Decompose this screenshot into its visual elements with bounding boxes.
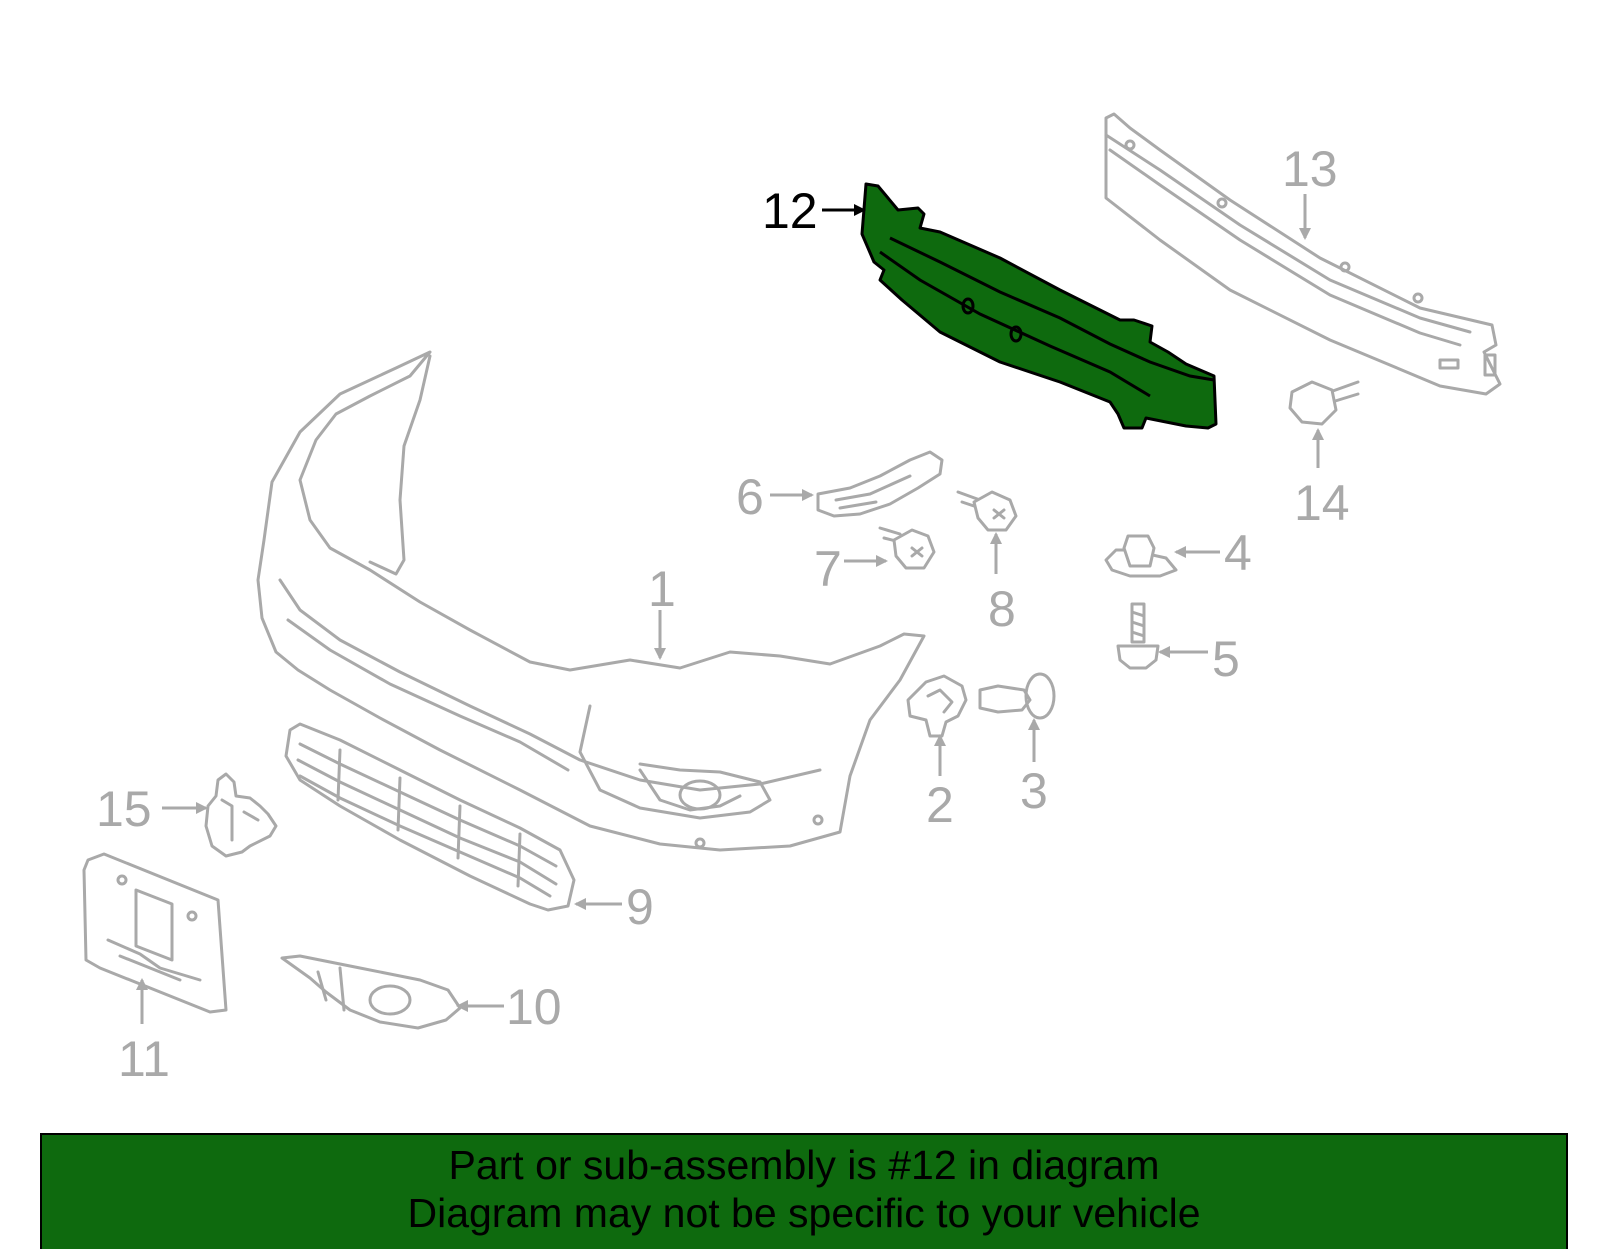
callout-4: 4: [1224, 525, 1252, 581]
part-1-bumper-cover[interactable]: [256, 350, 926, 852]
part-3-push-pin[interactable]: [978, 672, 1056, 720]
callout-10: 10: [506, 979, 562, 1035]
callout-2: 2: [926, 777, 954, 833]
callout-14: 14: [1294, 475, 1350, 531]
part-2-clip[interactable]: [906, 674, 968, 738]
callout-3: 3: [1020, 763, 1048, 819]
callout-8: 8: [988, 581, 1016, 637]
part-8-bolt[interactable]: [956, 490, 1018, 532]
part-6-side-bracket[interactable]: [816, 450, 944, 518]
callout-1: 1: [648, 561, 676, 617]
callout-11: 11: [118, 1031, 170, 1087]
callout-12: 12: [762, 183, 818, 239]
info-banner: Part or sub-assembly is #12 in diagram D…: [40, 1133, 1568, 1249]
callout-5: 5: [1212, 631, 1240, 687]
part-4-clip-nut[interactable]: [1104, 534, 1178, 578]
part-15-sensor-bracket[interactable]: [204, 772, 278, 858]
part-12-energy-absorber[interactable]: [860, 182, 1218, 430]
callout-6: 6: [736, 469, 764, 525]
part-14-bolt[interactable]: [1288, 380, 1360, 426]
callout-7: 7: [814, 541, 842, 597]
leader-arrows: [136, 194, 1324, 1024]
part-9-lower-grille[interactable]: [284, 722, 576, 912]
part-13-reinforcement[interactable]: [1104, 112, 1502, 396]
callout-9: 9: [626, 879, 654, 935]
banner-line-2: Diagram may not be specific to your vehi…: [407, 1190, 1201, 1236]
part-11-license-bracket[interactable]: [82, 852, 228, 1014]
part-5-screw[interactable]: [1116, 602, 1160, 670]
callout-15: 15: [96, 781, 152, 837]
part-10-fog-bezel[interactable]: [280, 954, 462, 1030]
part-7-bolt[interactable]: [878, 526, 936, 570]
callout-13: 13: [1282, 141, 1338, 197]
banner-line-1: Part or sub-assembly is #12 in diagram: [448, 1142, 1160, 1188]
